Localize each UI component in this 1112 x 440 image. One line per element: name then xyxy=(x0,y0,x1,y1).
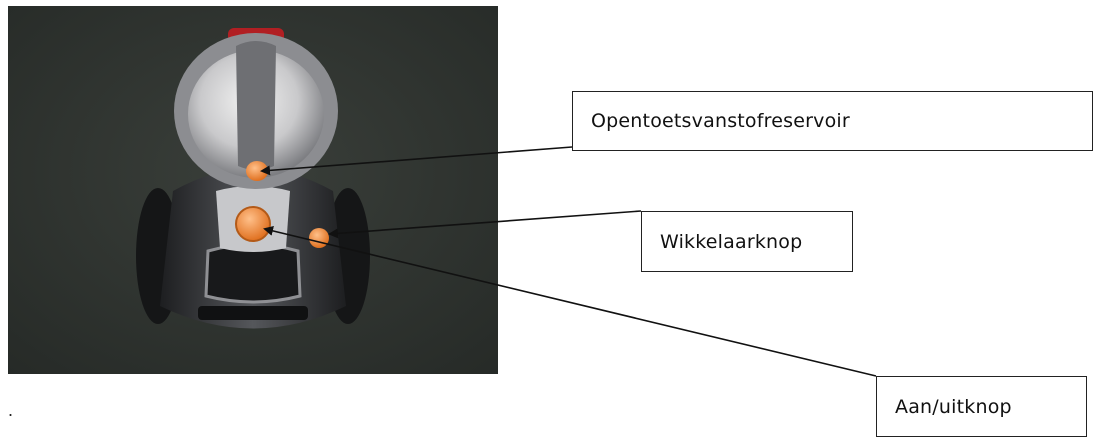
carry-handle xyxy=(236,41,276,170)
vacuum-grille xyxy=(198,306,308,320)
vacuum-photo-drawing xyxy=(8,6,498,374)
label-reservoir-button: Opentoetsvanstofreservoir xyxy=(572,91,1093,151)
footnote-mark: . xyxy=(8,400,14,420)
label-power-text: Aan/uitknop xyxy=(895,395,1012,418)
label-winder-text: Wikkelaarknop xyxy=(660,230,803,253)
power-button xyxy=(235,206,271,242)
winder-button xyxy=(309,228,329,248)
label-power-button: Aan/uitknop xyxy=(876,376,1087,437)
reservoir-open-button xyxy=(246,161,268,181)
vacuum-cleaner-photo xyxy=(8,6,498,374)
label-reservoir-text: Opentoetsvanstofreservoir xyxy=(591,110,850,132)
label-winder-button: Wikkelaarknop xyxy=(641,211,853,272)
handle-slot xyxy=(204,243,302,304)
